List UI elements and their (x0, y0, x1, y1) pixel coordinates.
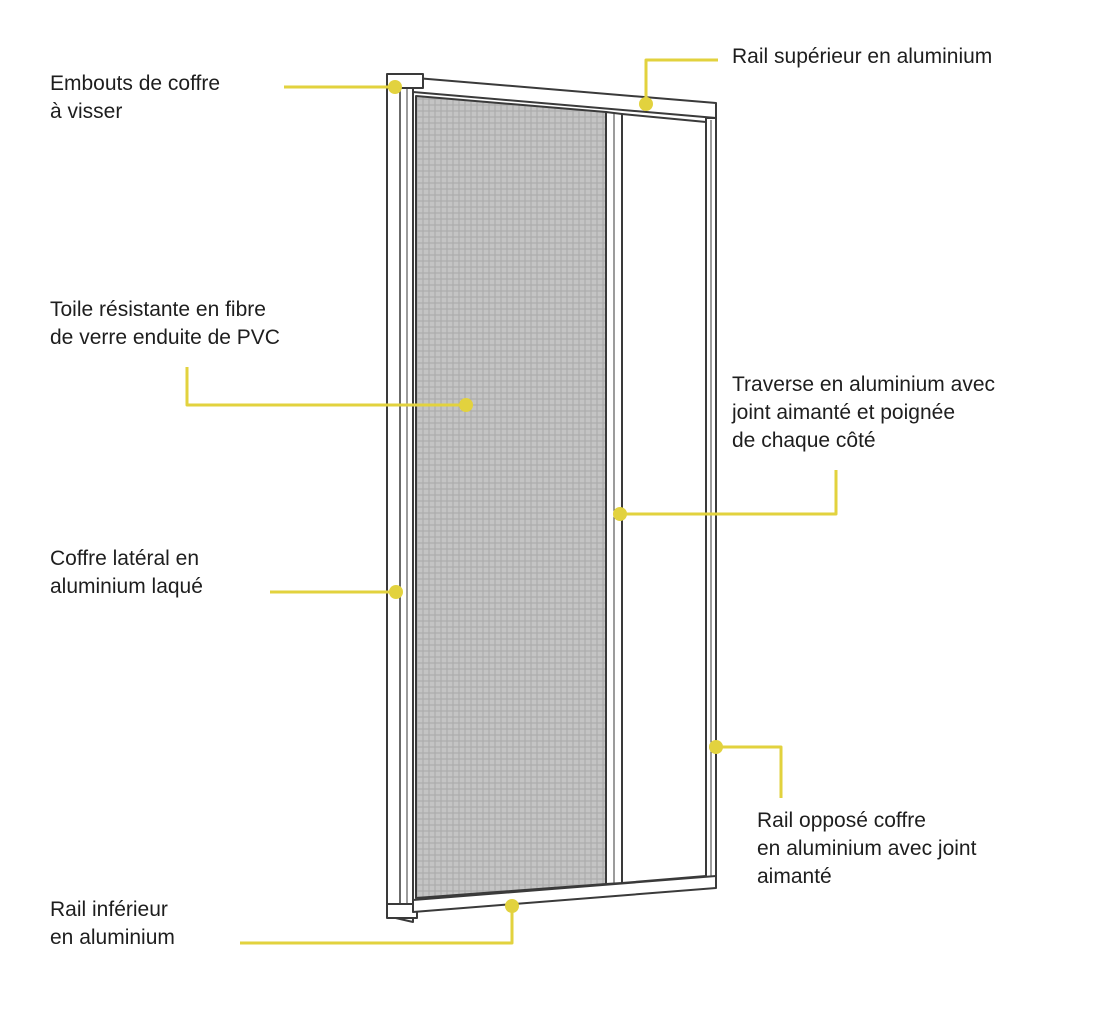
dot-rail-opp (709, 740, 723, 754)
mesh-panel (415, 95, 607, 899)
label-traverse: Traverse en aluminium avec joint aimanté… (732, 373, 995, 452)
dot-embouts (388, 80, 402, 94)
leader-toile (185, 367, 466, 407)
door-illustration (386, 73, 717, 923)
leader-traverse (620, 470, 838, 516)
label-rail-superieur: Rail supérieur en aluminium (732, 45, 993, 68)
dot-rail-inf (505, 899, 519, 913)
leader-rail-inf (240, 906, 514, 945)
label-rail-inferieur: Rail inférieur en aluminium (50, 898, 175, 949)
dot-traverse (613, 507, 627, 521)
leader-rail-sup (644, 58, 718, 104)
label-coffre-lateral: Coffre latéral en aluminium laqué (50, 547, 203, 598)
callout-leaders (185, 58, 838, 945)
callout-dots (388, 80, 723, 913)
dot-coffre (389, 585, 403, 599)
label-embouts: Embouts de coffre à visser (50, 72, 221, 123)
dot-rail-sup (639, 97, 653, 111)
bottom-rail (412, 875, 717, 913)
label-rail-oppose: Rail opposé coffre en aluminium avec joi… (757, 809, 977, 888)
leader-rail-opp (716, 745, 783, 798)
label-toile: Toile résistante en fibre de verre endui… (50, 298, 280, 349)
dot-toile (459, 398, 473, 412)
